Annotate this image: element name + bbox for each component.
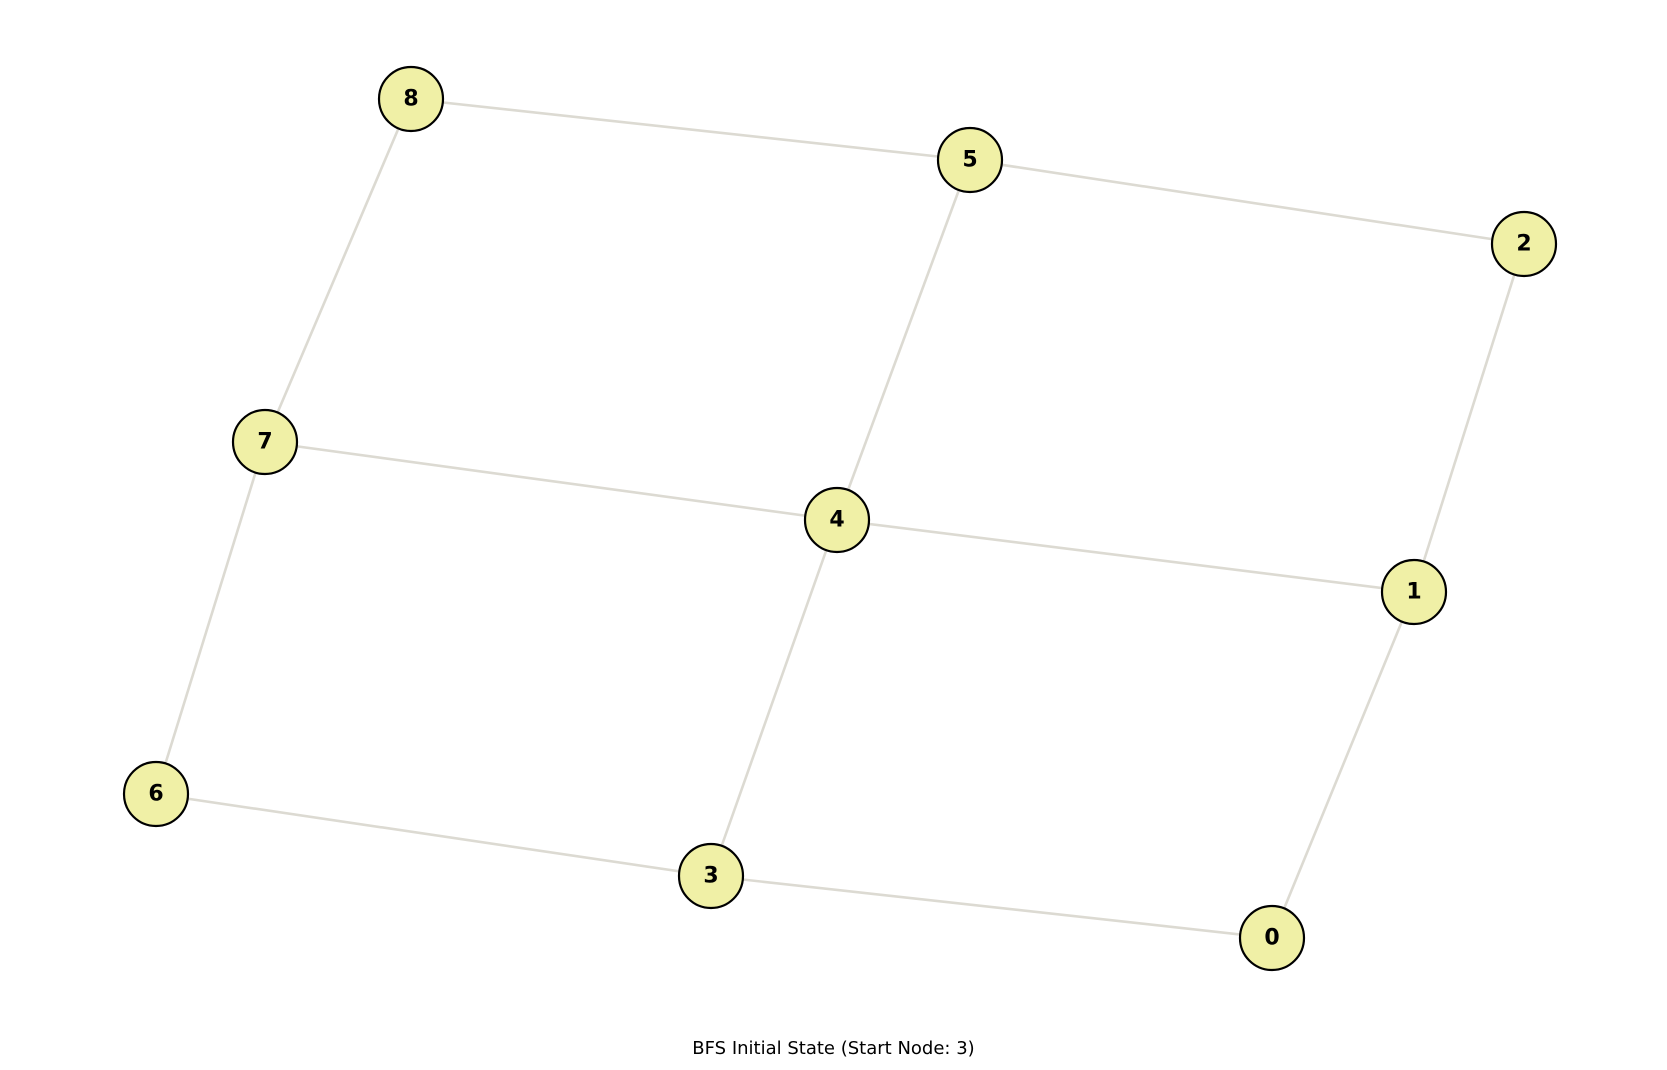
node-circle-1 xyxy=(1380,558,1448,626)
node-7: 7 xyxy=(231,408,299,476)
edge-2-1 xyxy=(1412,243,1526,593)
edge-5-2 xyxy=(969,158,1525,246)
edge-1-0 xyxy=(1270,591,1416,939)
node-5: 5 xyxy=(936,126,1004,194)
node-6: 6 xyxy=(122,760,190,828)
node-label-0: 0 xyxy=(1264,926,1279,951)
edges-layer xyxy=(154,97,1526,940)
edge-5-4 xyxy=(835,159,972,521)
nodes-layer: 0 1 2 3 4 5 6 7 8 xyxy=(122,65,1558,972)
edge-8-5 xyxy=(410,97,971,162)
node-circle-6 xyxy=(122,760,190,828)
node-circle-5 xyxy=(936,126,1004,194)
node-circle-0 xyxy=(1238,904,1306,972)
node-circle-4 xyxy=(803,486,871,554)
node-circle-2 xyxy=(1490,210,1558,278)
diagram-caption: BFS Initial State (Start Node: 3) xyxy=(692,1038,975,1059)
node-circle-8 xyxy=(377,65,445,133)
edge-4-1 xyxy=(836,518,1415,594)
node-8: 8 xyxy=(377,65,445,133)
edge-3-0 xyxy=(710,874,1273,940)
node-label-5: 5 xyxy=(962,148,977,173)
node-label-4: 4 xyxy=(829,508,844,533)
node-4: 4 xyxy=(803,486,871,554)
node-label-3: 3 xyxy=(703,864,718,889)
node-label-6: 6 xyxy=(148,782,163,807)
edge-4-3 xyxy=(709,519,839,877)
node-circle-7 xyxy=(231,408,299,476)
node-label-7: 7 xyxy=(257,430,272,455)
node-label-2: 2 xyxy=(1516,232,1531,257)
edge-7-6 xyxy=(154,441,267,795)
edge-6-3 xyxy=(155,792,712,878)
node-circle-3 xyxy=(677,842,745,910)
node-2: 2 xyxy=(1490,210,1558,278)
edge-8-7 xyxy=(263,98,413,443)
node-label-8: 8 xyxy=(403,87,418,112)
node-3: 3 xyxy=(677,842,745,910)
edge-7-4 xyxy=(264,440,838,522)
node-label-1: 1 xyxy=(1406,580,1421,605)
node-1: 1 xyxy=(1380,558,1448,626)
node-0: 0 xyxy=(1238,904,1306,972)
